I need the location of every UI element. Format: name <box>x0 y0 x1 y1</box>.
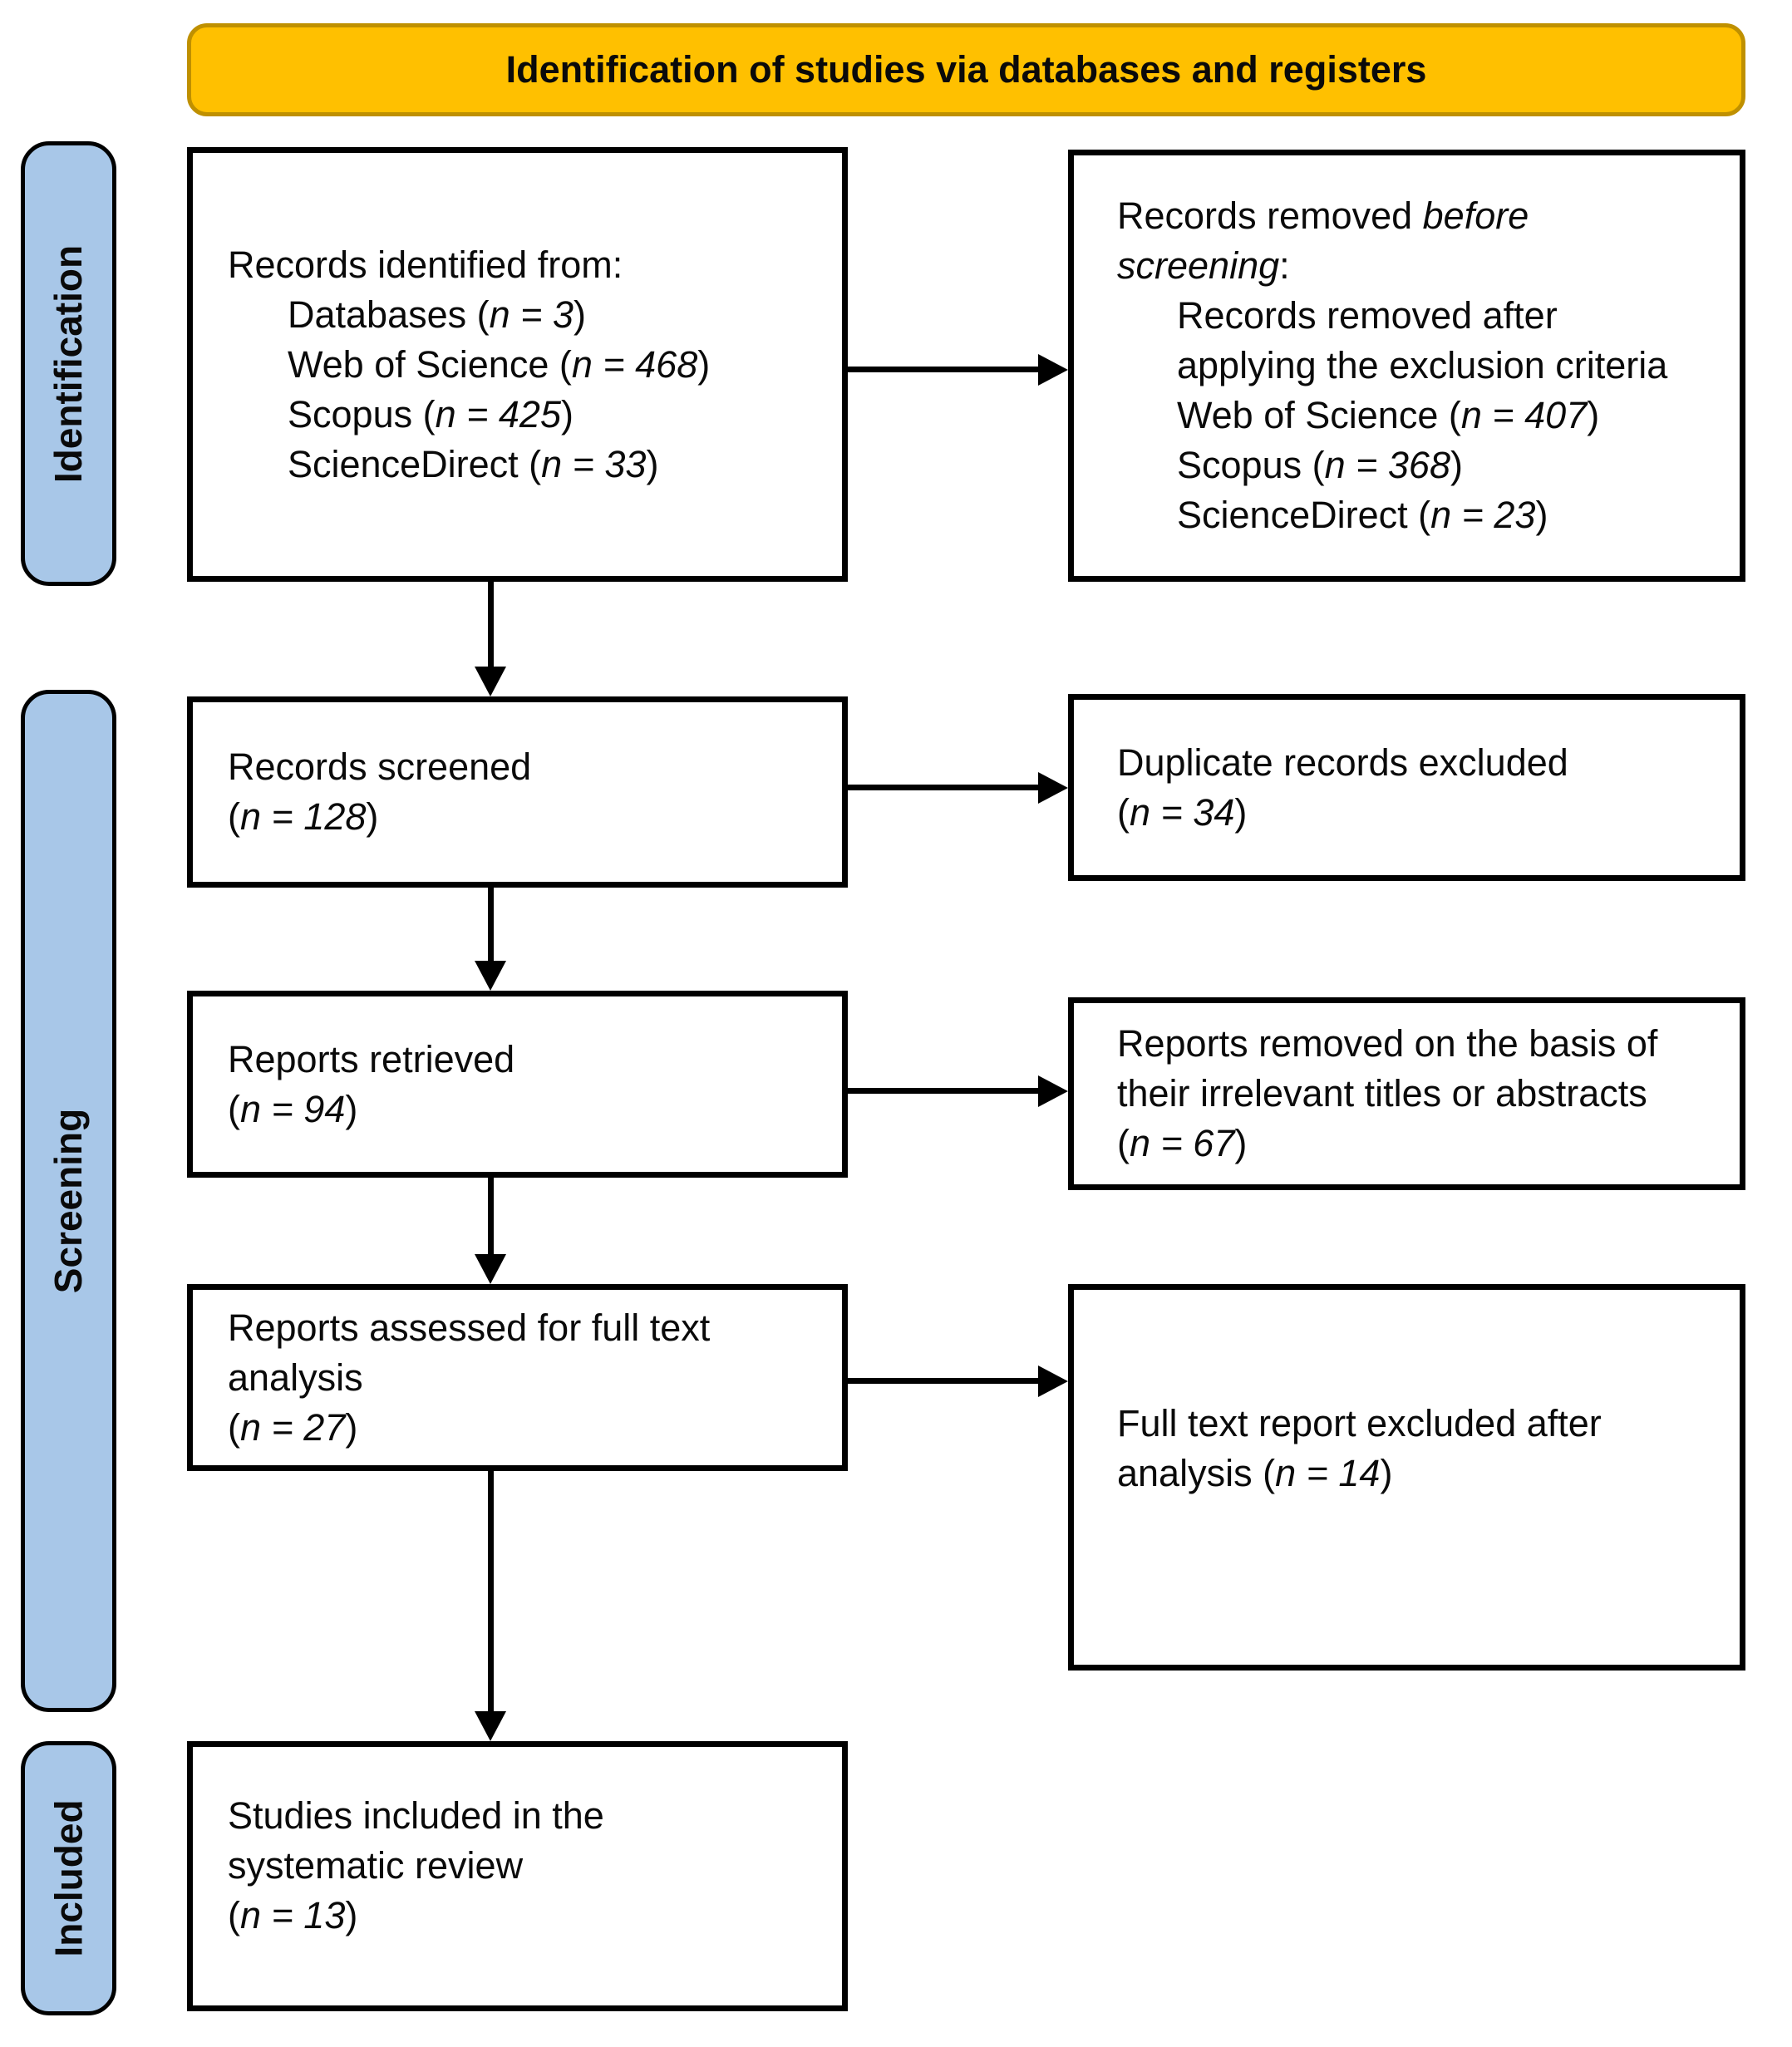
box-text-line: Duplicate records excluded <box>1117 741 1568 784</box>
box-text-line: (n = 67) <box>1117 1122 1248 1164</box>
box-text-line: Reports assessed for full text <box>228 1306 711 1349</box>
box-reports-removed-irrelevant: Reports removed on the basis of their irr… <box>1068 997 1745 1190</box>
box-text-line: (n = 128) <box>228 795 379 838</box>
box-text-line: ScienceDirect (n = 23) <box>1177 494 1548 536</box>
box-text-line: Reports retrieved <box>228 1037 515 1080</box>
stage-label-identification: Identification <box>21 141 116 586</box>
arrow-retrieved-to-irrelevant-line <box>844 1088 1040 1094</box>
box-records-identified: Records identified from: Databases (n = 3… <box>187 147 848 582</box>
box-reports-assessed-full-text: Reports assessed for full text analysis (n… <box>187 1284 848 1471</box>
stage-label-screening: Screening <box>21 690 116 1712</box>
box-text-line: applying the exclusion criteria <box>1177 344 1668 386</box>
box-full-text-excluded: Full text report excluded after analysis … <box>1068 1284 1745 1671</box>
arrow-right-icon <box>1038 1365 1068 1397</box>
stage-label-included: Included <box>21 1741 116 2015</box>
box-text-line: (n = 13) <box>228 1894 358 1936</box>
top-banner: Identification of studies via databases … <box>187 23 1745 116</box>
box-text-line: Records removed before <box>1117 194 1529 237</box>
arrow-down-icon <box>475 1711 506 1741</box>
arrow-identified-to-screened-line <box>488 582 494 668</box>
arrow-screened-to-retrieved-line <box>488 888 494 962</box>
arrow-assessed-to-included-line <box>488 1471 494 1713</box>
box-duplicate-records-excluded: Duplicate records excluded (n = 34) <box>1068 694 1745 881</box>
box-text-line: Scopus (n = 425) <box>288 392 574 435</box>
box-text-line: analysis (n = 14) <box>1117 1451 1393 1494</box>
box-text-line: their irrelevant titles or abstracts <box>1117 1072 1647 1115</box>
arrow-right-icon <box>1038 1075 1068 1107</box>
box-text-line: Full text report excluded after <box>1117 1401 1602 1444</box>
banner-title: Identification of studies via databases … <box>505 48 1427 91</box>
box-text-line: Web of Science (n = 468) <box>288 342 711 386</box>
box-text-line: analysis <box>228 1356 363 1399</box>
box-text-line: Reports removed on the basis of <box>1117 1022 1658 1065</box>
box-text-line: Records screened <box>228 745 532 788</box>
arrow-retrieved-to-assessed-line <box>488 1178 494 1256</box>
box-studies-included: Studies included in the systematic review… <box>187 1741 848 2011</box>
arrow-screened-to-duplicates-line <box>844 785 1040 790</box>
box-text-line: (n = 27) <box>228 1405 358 1449</box>
arrow-down-icon <box>475 1254 506 1284</box>
arrow-identified-to-removed-line <box>844 367 1040 372</box>
box-text-line: Databases (n = 3) <box>288 293 586 336</box>
box-text-line: Web of Science (n = 407) <box>1177 394 1600 436</box>
arrow-right-icon <box>1038 354 1068 386</box>
box-text-line: Records removed after <box>1177 294 1558 337</box>
arrow-right-icon <box>1038 772 1068 804</box>
box-records-screened: Records screened (n = 128) <box>187 696 848 888</box>
stage-label-text: Identification <box>47 244 91 483</box>
box-text-line: (n = 94) <box>228 1087 358 1130</box>
box-reports-retrieved: Reports retrieved (n = 94) <box>187 991 848 1178</box>
box-text-line: systematic review <box>228 1844 524 1887</box>
box-text-line: Scopus (n = 368) <box>1177 444 1463 486</box>
box-text-line: ScienceDirect (n = 33) <box>288 442 659 485</box>
arrow-down-icon <box>475 961 506 991</box>
stage-label-text: Included <box>47 1799 91 1957</box>
box-text-line: Studies included in the <box>228 1794 604 1837</box>
arrow-down-icon <box>475 667 506 696</box>
box-records-removed-before-screening: Records removed before screening: Records … <box>1068 150 1745 582</box>
box-text-line: Records identified from: <box>228 243 623 286</box>
arrow-assessed-to-fulltext-line <box>844 1378 1040 1384</box>
stage-label-text: Screening <box>47 1108 91 1294</box>
box-text-line: screening: <box>1117 244 1290 287</box>
box-text-line: (n = 34) <box>1117 790 1248 834</box>
